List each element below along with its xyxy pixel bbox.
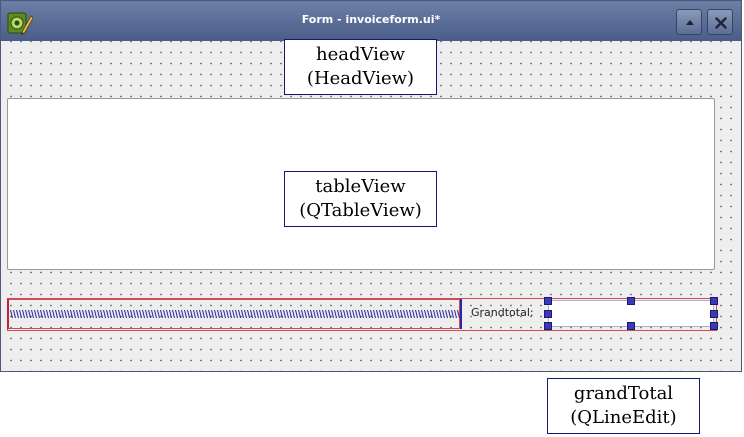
table-view-label-box: tableView (QTableView) — [284, 171, 437, 227]
head-view-class: (HeadView) — [306, 68, 415, 89]
resize-handle-bottom[interactable] — [627, 322, 635, 330]
resize-handle-top[interactable] — [627, 297, 635, 305]
form-window: Form - invoiceform.ui* headView (HeadVie… — [0, 0, 742, 372]
horizontal-spacer[interactable] — [7, 299, 460, 329]
resize-handle-top-left[interactable] — [544, 297, 552, 305]
window-title: Form - invoiceform.ui* — [301, 13, 441, 26]
close-button[interactable] — [707, 9, 733, 35]
close-icon — [715, 17, 727, 29]
minimize-button[interactable] — [676, 9, 702, 35]
table-view-name: tableView — [315, 176, 406, 197]
resize-handle-bottom-left[interactable] — [544, 322, 552, 330]
grand-total-name: grandTotal — [573, 383, 674, 404]
layout-divider — [460, 299, 462, 329]
designer-form-icon[interactable] — [7, 10, 33, 36]
table-view-class: (QTableView) — [299, 200, 422, 221]
head-view-name: headView — [316, 44, 405, 65]
resize-handle-left[interactable] — [544, 310, 552, 318]
head-view-widget[interactable]: headView (HeadView) — [284, 39, 437, 95]
caret-up-icon — [686, 20, 694, 25]
resize-handle-bottom-right[interactable] — [710, 322, 718, 330]
grand-total-label[interactable]: Grandtotal: — [471, 306, 534, 319]
grand-total-class: (QLineEdit) — [570, 407, 677, 428]
resize-handle-right[interactable] — [710, 310, 718, 318]
spacer-end-bar — [7, 299, 9, 329]
spacer-spring-icon — [10, 308, 460, 320]
grand-total-label-box: grandTotal (QLineEdit) — [547, 378, 700, 434]
resize-handle-top-right[interactable] — [710, 297, 718, 305]
title-bar[interactable]: Form - invoiceform.ui* — [1, 1, 741, 41]
